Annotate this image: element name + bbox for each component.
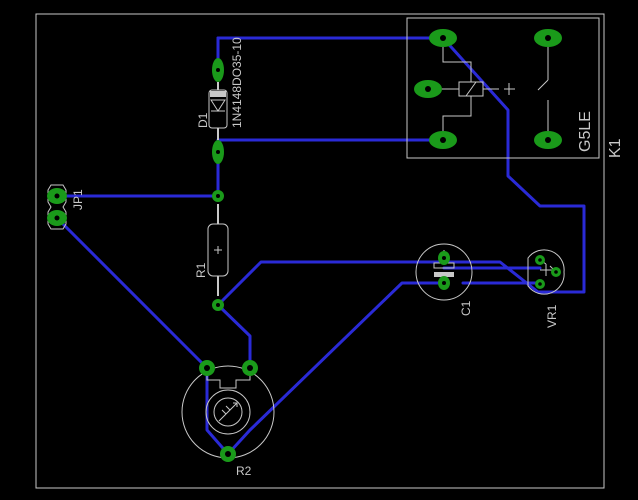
- trace-k1-to-vr1: [216, 36, 586, 307]
- jumper-jp1[interactable]: JP1: [47, 184, 85, 230]
- k1-coil-leads: [442, 38, 472, 140]
- diode-d1[interactable]: D1 1N4148DO35-10: [196, 37, 244, 164]
- diode-body: [208, 89, 228, 129]
- d1-value-label: 1N4148DO35-10: [230, 37, 244, 128]
- r1-name-label: R1: [194, 262, 208, 278]
- vr1-adjust-icon: [539, 259, 557, 276]
- trace-r2-to-c1: [226, 281, 446, 456]
- traces: [55, 36, 586, 456]
- r2-adjust-icon: [218, 402, 238, 422]
- r1-body: [207, 223, 229, 277]
- resistor-r1[interactable]: R1: [194, 190, 229, 311]
- k1-switch-icon: [537, 38, 549, 140]
- k1-value-label: G5LE: [577, 111, 594, 152]
- jp1-outline: [47, 184, 67, 230]
- board-outline: [35, 13, 605, 489]
- trimmer-vr1[interactable]: VR1: [527, 249, 565, 328]
- relay-k1[interactable]: G5LE K1: [406, 17, 624, 159]
- capacitor-c1[interactable]: C1: [415, 243, 473, 316]
- r1-plus-icon: [214, 246, 222, 254]
- k1-contact-line: [430, 83, 515, 95]
- trace-r2-wiper: [205, 366, 230, 456]
- c1-plate-2: [434, 272, 454, 277]
- potentiometer-r2[interactable]: R2: [181, 360, 275, 478]
- d1-name-label: D1: [196, 112, 210, 128]
- r2-knob: [205, 389, 251, 435]
- k1-name-label: K1: [607, 138, 624, 158]
- trace-r1-to-r2: [216, 303, 252, 370]
- c1-outline: [415, 243, 473, 301]
- trace-d1-bottom-to-k1: [216, 138, 445, 154]
- diode-symbol-icon: [210, 99, 226, 112]
- c1-name-label: C1: [459, 300, 473, 316]
- jp1-name-label: JP1: [71, 189, 85, 210]
- vr1-outline: [527, 249, 565, 295]
- trace-jp1-to-r2: [55, 216, 209, 370]
- k1-outline: [406, 17, 600, 159]
- diode-cathode-band: [210, 91, 226, 97]
- vr1-name-label: VR1: [545, 304, 559, 328]
- r2-name-label: R2: [236, 464, 252, 478]
- r2-tab: [206, 368, 251, 389]
